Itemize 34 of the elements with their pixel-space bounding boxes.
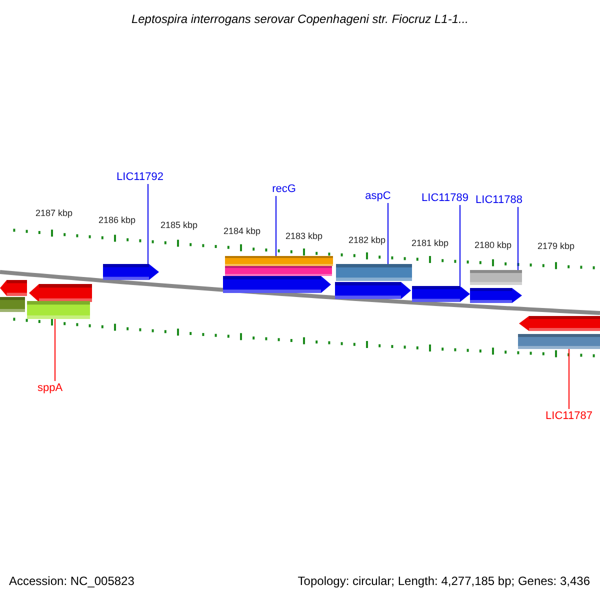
gene-bar bbox=[225, 256, 333, 266]
gene-label: LIC11787 bbox=[529, 409, 600, 423]
gene-feature bbox=[335, 282, 411, 299]
gene-feature bbox=[0, 280, 27, 296]
gene-bar bbox=[0, 297, 25, 312]
gene-feature bbox=[519, 316, 600, 331]
gene-feature bbox=[470, 288, 522, 303]
genome-summary: Topology: circular; Length: 4,277,185 bp; Genes: 3,436 bbox=[298, 574, 590, 588]
position-label: 2186 kbp bbox=[97, 215, 137, 225]
position-label: 2179 kbp bbox=[536, 241, 576, 251]
gene-feature bbox=[29, 284, 92, 302]
gene-label: aspC bbox=[338, 189, 418, 203]
accession-text: Accession: NC_005823 bbox=[9, 574, 134, 588]
position-label: 2185 kbp bbox=[159, 220, 199, 230]
gene-feature bbox=[412, 286, 470, 302]
position-label: 2184 kbp bbox=[222, 226, 262, 236]
gene-label: LIC11792 bbox=[100, 170, 180, 184]
gene-bar bbox=[470, 270, 522, 285]
title: Leptospira interrogans serovar Copenhageni str. Fiocruz L1-1... bbox=[130, 12, 470, 26]
gene-feature bbox=[223, 276, 331, 293]
gene-label: recG bbox=[244, 182, 324, 196]
gene-feature bbox=[103, 264, 159, 280]
gene-bar bbox=[336, 264, 412, 281]
position-label: 2182 kbp bbox=[347, 235, 387, 245]
leader-line bbox=[568, 348, 570, 410]
leader-line bbox=[54, 318, 56, 382]
gene-bar bbox=[518, 334, 600, 349]
position-label: 2181 kbp bbox=[410, 238, 450, 248]
gene-label: sppA bbox=[10, 381, 90, 395]
gene-bar bbox=[27, 301, 90, 319]
gene-bar bbox=[225, 266, 332, 276]
position-label: 2183 kbp bbox=[284, 231, 324, 241]
position-label: 2187 kbp bbox=[34, 208, 74, 218]
position-label: 2180 kbp bbox=[473, 240, 513, 250]
